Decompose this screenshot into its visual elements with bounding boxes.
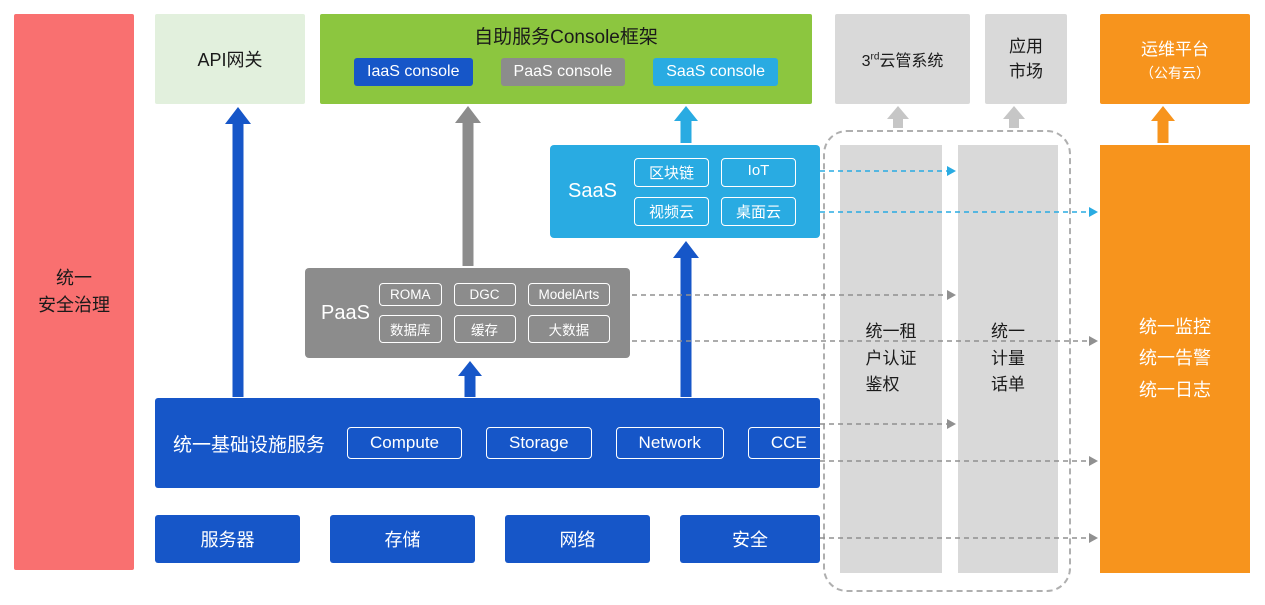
om-platform-box: 运维平台 （公有云） xyxy=(1100,14,1250,104)
infra-item: Storage xyxy=(486,427,592,459)
om-platform-title: 运维平台 xyxy=(1141,40,1209,59)
saas-item: IoT xyxy=(721,157,797,187)
saas-item: 视频云 xyxy=(634,196,710,226)
third-party-cloud-box: 3rd云管系统 xyxy=(835,14,970,104)
unified-security-bar: 统一 安全治理 xyxy=(14,14,134,570)
arrow-to-third-cloud xyxy=(887,106,909,128)
console-framework-title: 自助服务Console框架 xyxy=(474,27,658,48)
arrow-infra-to-saas xyxy=(673,241,699,397)
arrow-monitor-to-om xyxy=(1151,106,1175,143)
paas-item: 大数据 xyxy=(527,315,611,343)
tenant-auth-bar: 统一租 户认证 鉴权 xyxy=(840,145,942,573)
infra-item: Compute xyxy=(347,427,462,459)
saas-block: SaaS 区块链 IoT 视频云 桌面云 xyxy=(550,145,820,238)
paas-block-label: PaaS xyxy=(321,301,370,324)
infrastructure-block: 统一基础设施服务 Compute Storage Network CCE xyxy=(155,398,830,488)
shared-services-group xyxy=(823,130,1071,592)
paas-item: ModelArts xyxy=(527,283,611,306)
console-badge-row: IaaS console PaaS console SaaS console xyxy=(354,58,778,86)
iaas-console-badge: IaaS console xyxy=(354,58,473,86)
arrow-to-app-market xyxy=(1003,106,1025,128)
om-platform-subtitle: （公有云） xyxy=(1140,65,1210,81)
third-party-cloud-label: 3rd云管系统 xyxy=(861,51,944,70)
dashed-infra-to-monitor-head xyxy=(1089,456,1098,466)
infra-item: Network xyxy=(615,427,724,459)
arrow-infra-to-paas xyxy=(458,361,482,397)
resource-box-storage: 存储 xyxy=(330,515,475,563)
api-gateway-box: API网关 xyxy=(155,14,305,104)
paas-item: 缓存 xyxy=(453,315,516,343)
saas-block-label: SaaS xyxy=(568,180,617,202)
app-market-box: 应用 市场 xyxy=(985,14,1067,104)
saas-item: 桌面云 xyxy=(721,196,797,226)
arrow-paas-to-console xyxy=(455,106,481,266)
arrow-infra-to-api-gateway xyxy=(225,107,251,397)
infrastructure-label: 统一基础设施服务 xyxy=(173,434,326,456)
metering-bar: 统一 计量 话单 xyxy=(958,145,1058,573)
paas-item: ROMA xyxy=(379,283,442,306)
saas-console-badge: SaaS console xyxy=(653,58,778,86)
monitoring-label: 统一监控 统一告警 统一日志 xyxy=(1139,316,1211,400)
paas-item-grid: ROMA DGC ModelArts 数据库 缓存 大数据 xyxy=(379,283,611,343)
paas-block: PaaS ROMA DGC ModelArts 数据库 缓存 大数据 xyxy=(305,268,630,358)
resource-box-security: 安全 xyxy=(680,515,820,563)
monitoring-bar: 统一监控 统一告警 统一日志 xyxy=(1100,145,1250,573)
infrastructure-item-row: Compute Storage Network CCE xyxy=(347,427,830,459)
paas-item: DGC xyxy=(453,283,516,306)
dashed-saas-to-monitor-head xyxy=(1089,207,1098,217)
dashed-security-to-monitor-head xyxy=(1089,533,1098,543)
tenant-auth-label: 统一租 户认证 鉴权 xyxy=(865,322,917,395)
resource-box-server: 服务器 xyxy=(155,515,300,563)
saas-item-grid: 区块链 IoT 视频云 桌面云 xyxy=(634,157,797,226)
resource-box-network: 网络 xyxy=(505,515,650,563)
dashed-paas-to-monitor-head xyxy=(1089,336,1098,346)
metering-label: 统一 计量 话单 xyxy=(991,322,1025,395)
saas-item: 区块链 xyxy=(634,157,710,187)
paas-item: 数据库 xyxy=(379,315,442,343)
console-framework-box: 自助服务Console框架 IaaS console PaaS console … xyxy=(320,14,812,104)
infra-item: CCE xyxy=(747,427,830,459)
arrow-saas-to-console xyxy=(674,106,698,143)
paas-console-badge: PaaS console xyxy=(500,58,626,86)
